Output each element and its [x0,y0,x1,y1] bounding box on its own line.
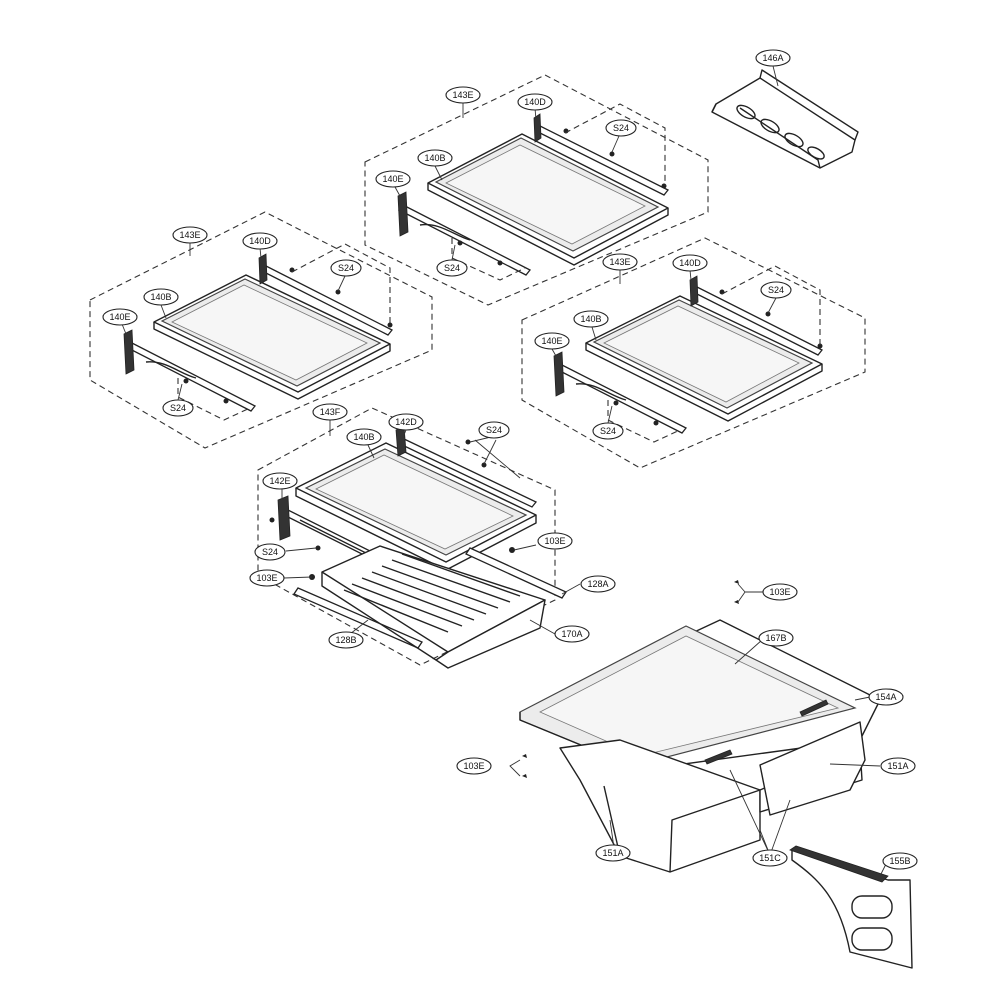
callout-140E-right: 140E [534,332,570,350]
callout-103E-mid-left: 103E [249,569,285,587]
callout-143E-left-text: 143E [179,230,200,240]
callout-142E-text: 142E [269,476,290,486]
callout-142D: 142D [388,413,424,431]
callout-146A-text: 146A [762,53,783,63]
shelf-assembly-143E-right [521,237,866,469]
callout-151A-left-text: 151A [602,848,623,858]
callout-151C: 151C [752,849,788,867]
callout-143F: 143F [312,403,348,421]
callout-S24-top-1: S24 [605,119,637,137]
callout-151A-right: 151A [880,757,916,775]
callout-140B-mid: 140B [346,428,382,446]
callout-155B: 155B [882,852,918,870]
callout-155B-text: 155B [889,856,910,866]
callout-140B-top-text: 140B [424,153,445,163]
callout-103E-crisper-right: 103E [762,583,798,601]
callout-S24-top-2-text: S24 [444,263,460,273]
callout-S24-left-1-text: S24 [338,263,354,273]
callout-151A-right-text: 151A [887,761,908,771]
callout-140B-left-text: 140B [150,292,171,302]
callout-128B-text: 128B [335,635,356,645]
callout-143E-right-text: 143E [609,257,630,267]
callout-103E-mid-left-text: 103E [256,573,277,583]
callout-S24-mid-2: S24 [254,543,286,561]
callout-140E-top: 140E [375,170,411,188]
shelf-assembly-143E-left [89,211,433,449]
callout-103E-mid-right-text: 103E [544,536,565,546]
callout-167B: 167B [758,629,794,647]
callout-103E-mid-right: 103E [537,532,573,550]
crisper-assembly [509,580,881,873]
callout-103E-crisper-right-text: 103E [769,587,790,597]
callout-140D-top-text: 140D [524,97,546,107]
callout-S24-right-1: S24 [760,281,792,299]
callout-143F-text: 143F [320,407,341,417]
callout-140B-left: 140B [143,288,179,306]
callout-S24-right-1-text: S24 [768,285,784,295]
callout-128A-text: 128A [587,579,608,589]
callout-143E-left: 143E [172,226,208,244]
callout-140B-mid-text: 140B [353,432,374,442]
callout-154A: 154A [868,688,904,706]
callout-143E-right: 143E [602,253,638,271]
callout-S24-right-2: S24 [592,422,624,440]
callout-S24-mid-2-text: S24 [262,547,278,557]
callout-151A-left: 151A [595,844,631,862]
callout-167B-text: 167B [765,633,786,643]
egg-tray-146A [711,65,859,169]
callout-140D-left: 140D [242,232,278,250]
callout-140E-right-text: 140E [541,336,562,346]
callout-140E-left-text: 140E [109,312,130,322]
callout-170A-text: 170A [561,629,582,639]
callout-140E-top-text: 140E [382,174,403,184]
callout-128B: 128B [328,631,364,649]
shelf-assembly-143E-top [364,74,709,306]
callout-142E: 142E [262,472,298,490]
callout-143E-top: 143E [445,86,481,104]
callout-140B-right-text: 140B [580,314,601,324]
callout-S24-left-2: S24 [162,399,194,417]
callout-S24-top-1-text: S24 [613,123,629,133]
callout-140B-right: 140B [573,310,609,328]
shelf-assembly-143F [257,407,581,669]
callout-103E-crisper-left: 103E [456,757,492,775]
callout-146A: 146A [755,49,791,67]
callout-140D-right: 140D [672,254,708,272]
callout-151C-text: 151C [759,853,781,863]
callout-143E-top-text: 143E [452,90,473,100]
callout-140D-top: 140D [517,93,553,111]
callout-S24-mid-1-text: S24 [486,425,502,435]
callout-140E-left: 140E [102,308,138,326]
callout-S24-top-2: S24 [436,259,468,277]
callout-140B-top: 140B [417,149,453,167]
callout-142D-text: 142D [395,417,417,427]
callout-170A: 170A [554,625,590,643]
callout-S24-mid-1: S24 [478,421,510,439]
callout-103E-crisper-left-text: 103E [463,761,484,771]
side-bracket-155B [789,845,913,969]
callout-S24-left-2-text: S24 [170,403,186,413]
callout-S24-left-1: S24 [330,259,362,277]
callout-140D-left-text: 140D [249,236,271,246]
callout-154A-text: 154A [875,692,896,702]
callout-140D-right-text: 140D [679,258,701,268]
callout-S24-right-2-text: S24 [600,426,616,436]
callout-128A: 128A [580,575,616,593]
